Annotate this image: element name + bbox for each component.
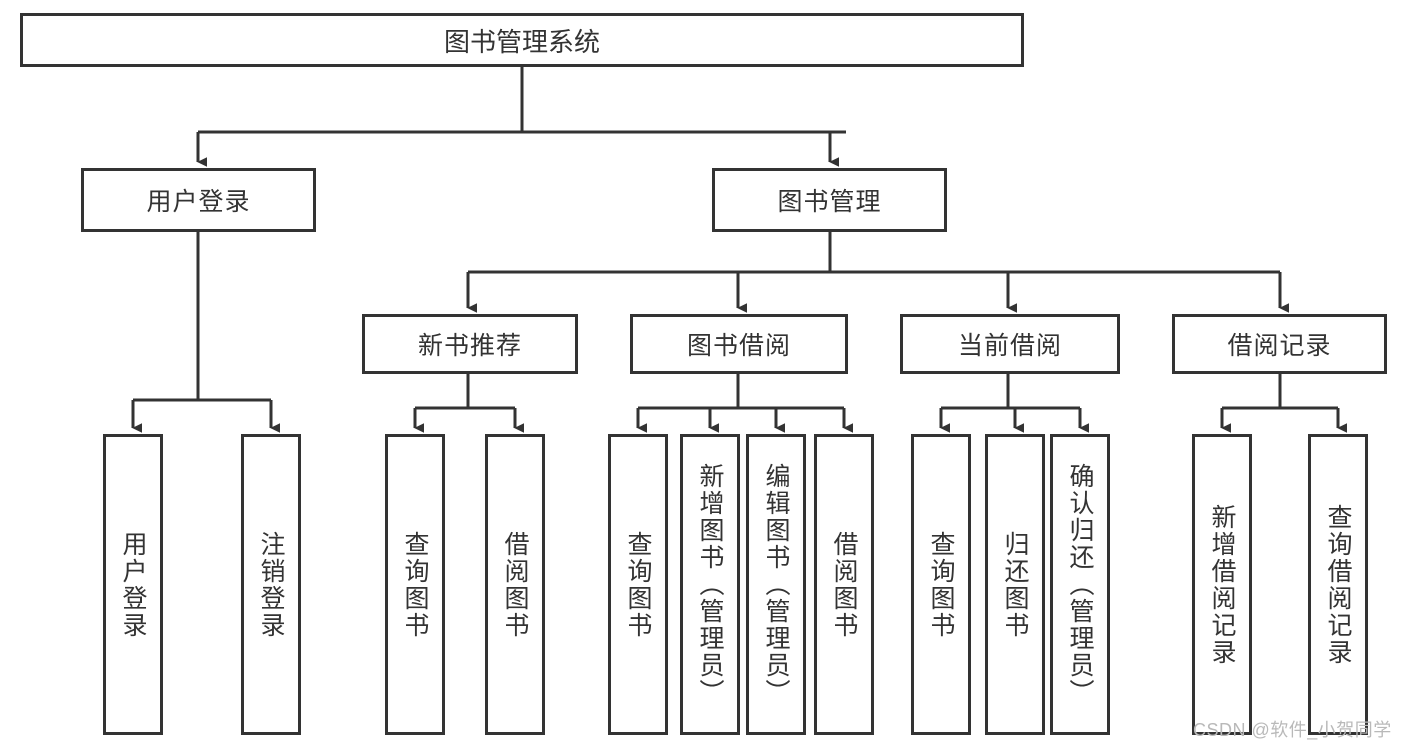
leaf-confirm-return[interactable]: 确认归还（管理员） — [1050, 434, 1110, 735]
leaf-user-login[interactable]: 用户登录 — [103, 434, 163, 735]
node-root[interactable]: 图书管理系统 — [20, 13, 1024, 67]
node-new-book-recommend-label: 新书推荐 — [417, 332, 522, 360]
node-book-manage-label: 图书管理 — [777, 188, 882, 216]
leaf-user-logout-label: 注销登录 — [257, 530, 285, 639]
leaf-add-book-label: 新增图书（管理员） — [696, 463, 724, 706]
node-new-book-recommend[interactable]: 新书推荐 — [362, 314, 578, 374]
leaf-query-book-1-label: 查询图书 — [401, 530, 429, 639]
leaf-borrow-book-2-label: 借阅图书 — [830, 530, 858, 639]
node-current-borrow-label: 当前借阅 — [957, 332, 1062, 360]
leaf-add-book[interactable]: 新增图书（管理员） — [680, 434, 740, 735]
node-book-borrow-label: 图书借阅 — [686, 332, 791, 360]
node-book-borrow[interactable]: 图书借阅 — [630, 314, 848, 374]
leaf-return-book-label: 归还图书 — [1001, 530, 1029, 639]
node-borrow-record[interactable]: 借阅记录 — [1172, 314, 1387, 374]
leaf-borrow-book-2[interactable]: 借阅图书 — [814, 434, 874, 735]
leaf-query-book-3[interactable]: 查询图书 — [911, 434, 971, 735]
leaf-edit-book-label: 编辑图书（管理员） — [762, 463, 790, 706]
leaf-confirm-return-label: 确认归还（管理员） — [1066, 463, 1094, 706]
leaf-query-record[interactable]: 查询借阅记录 — [1308, 434, 1368, 735]
csdn-watermark: CSDN @软件_小贺同学 — [1193, 720, 1392, 740]
node-borrow-record-label: 借阅记录 — [1227, 332, 1332, 360]
leaf-query-book-2[interactable]: 查询图书 — [608, 434, 668, 735]
leaf-add-record-label: 新增借阅记录 — [1208, 503, 1236, 666]
node-user-login[interactable]: 用户登录 — [81, 168, 316, 232]
leaf-edit-book[interactable]: 编辑图书（管理员） — [746, 434, 806, 735]
leaf-borrow-book-1-label: 借阅图书 — [501, 530, 529, 639]
node-book-manage[interactable]: 图书管理 — [712, 168, 947, 232]
leaf-user-logout[interactable]: 注销登录 — [241, 434, 301, 735]
leaf-query-book-2-label: 查询图书 — [624, 530, 652, 639]
node-user-login-label: 用户登录 — [146, 188, 251, 216]
leaf-user-login-label: 用户登录 — [119, 530, 147, 639]
leaf-query-record-label: 查询借阅记录 — [1324, 503, 1352, 666]
leaf-borrow-book-1[interactable]: 借阅图书 — [485, 434, 545, 735]
leaf-query-book-3-label: 查询图书 — [927, 530, 955, 639]
leaf-query-book-1[interactable]: 查询图书 — [385, 434, 445, 735]
node-root-label: 图书管理系统 — [443, 26, 600, 57]
leaf-add-record[interactable]: 新增借阅记录 — [1192, 434, 1252, 735]
leaf-return-book[interactable]: 归还图书 — [985, 434, 1045, 735]
node-current-borrow[interactable]: 当前借阅 — [900, 314, 1120, 374]
